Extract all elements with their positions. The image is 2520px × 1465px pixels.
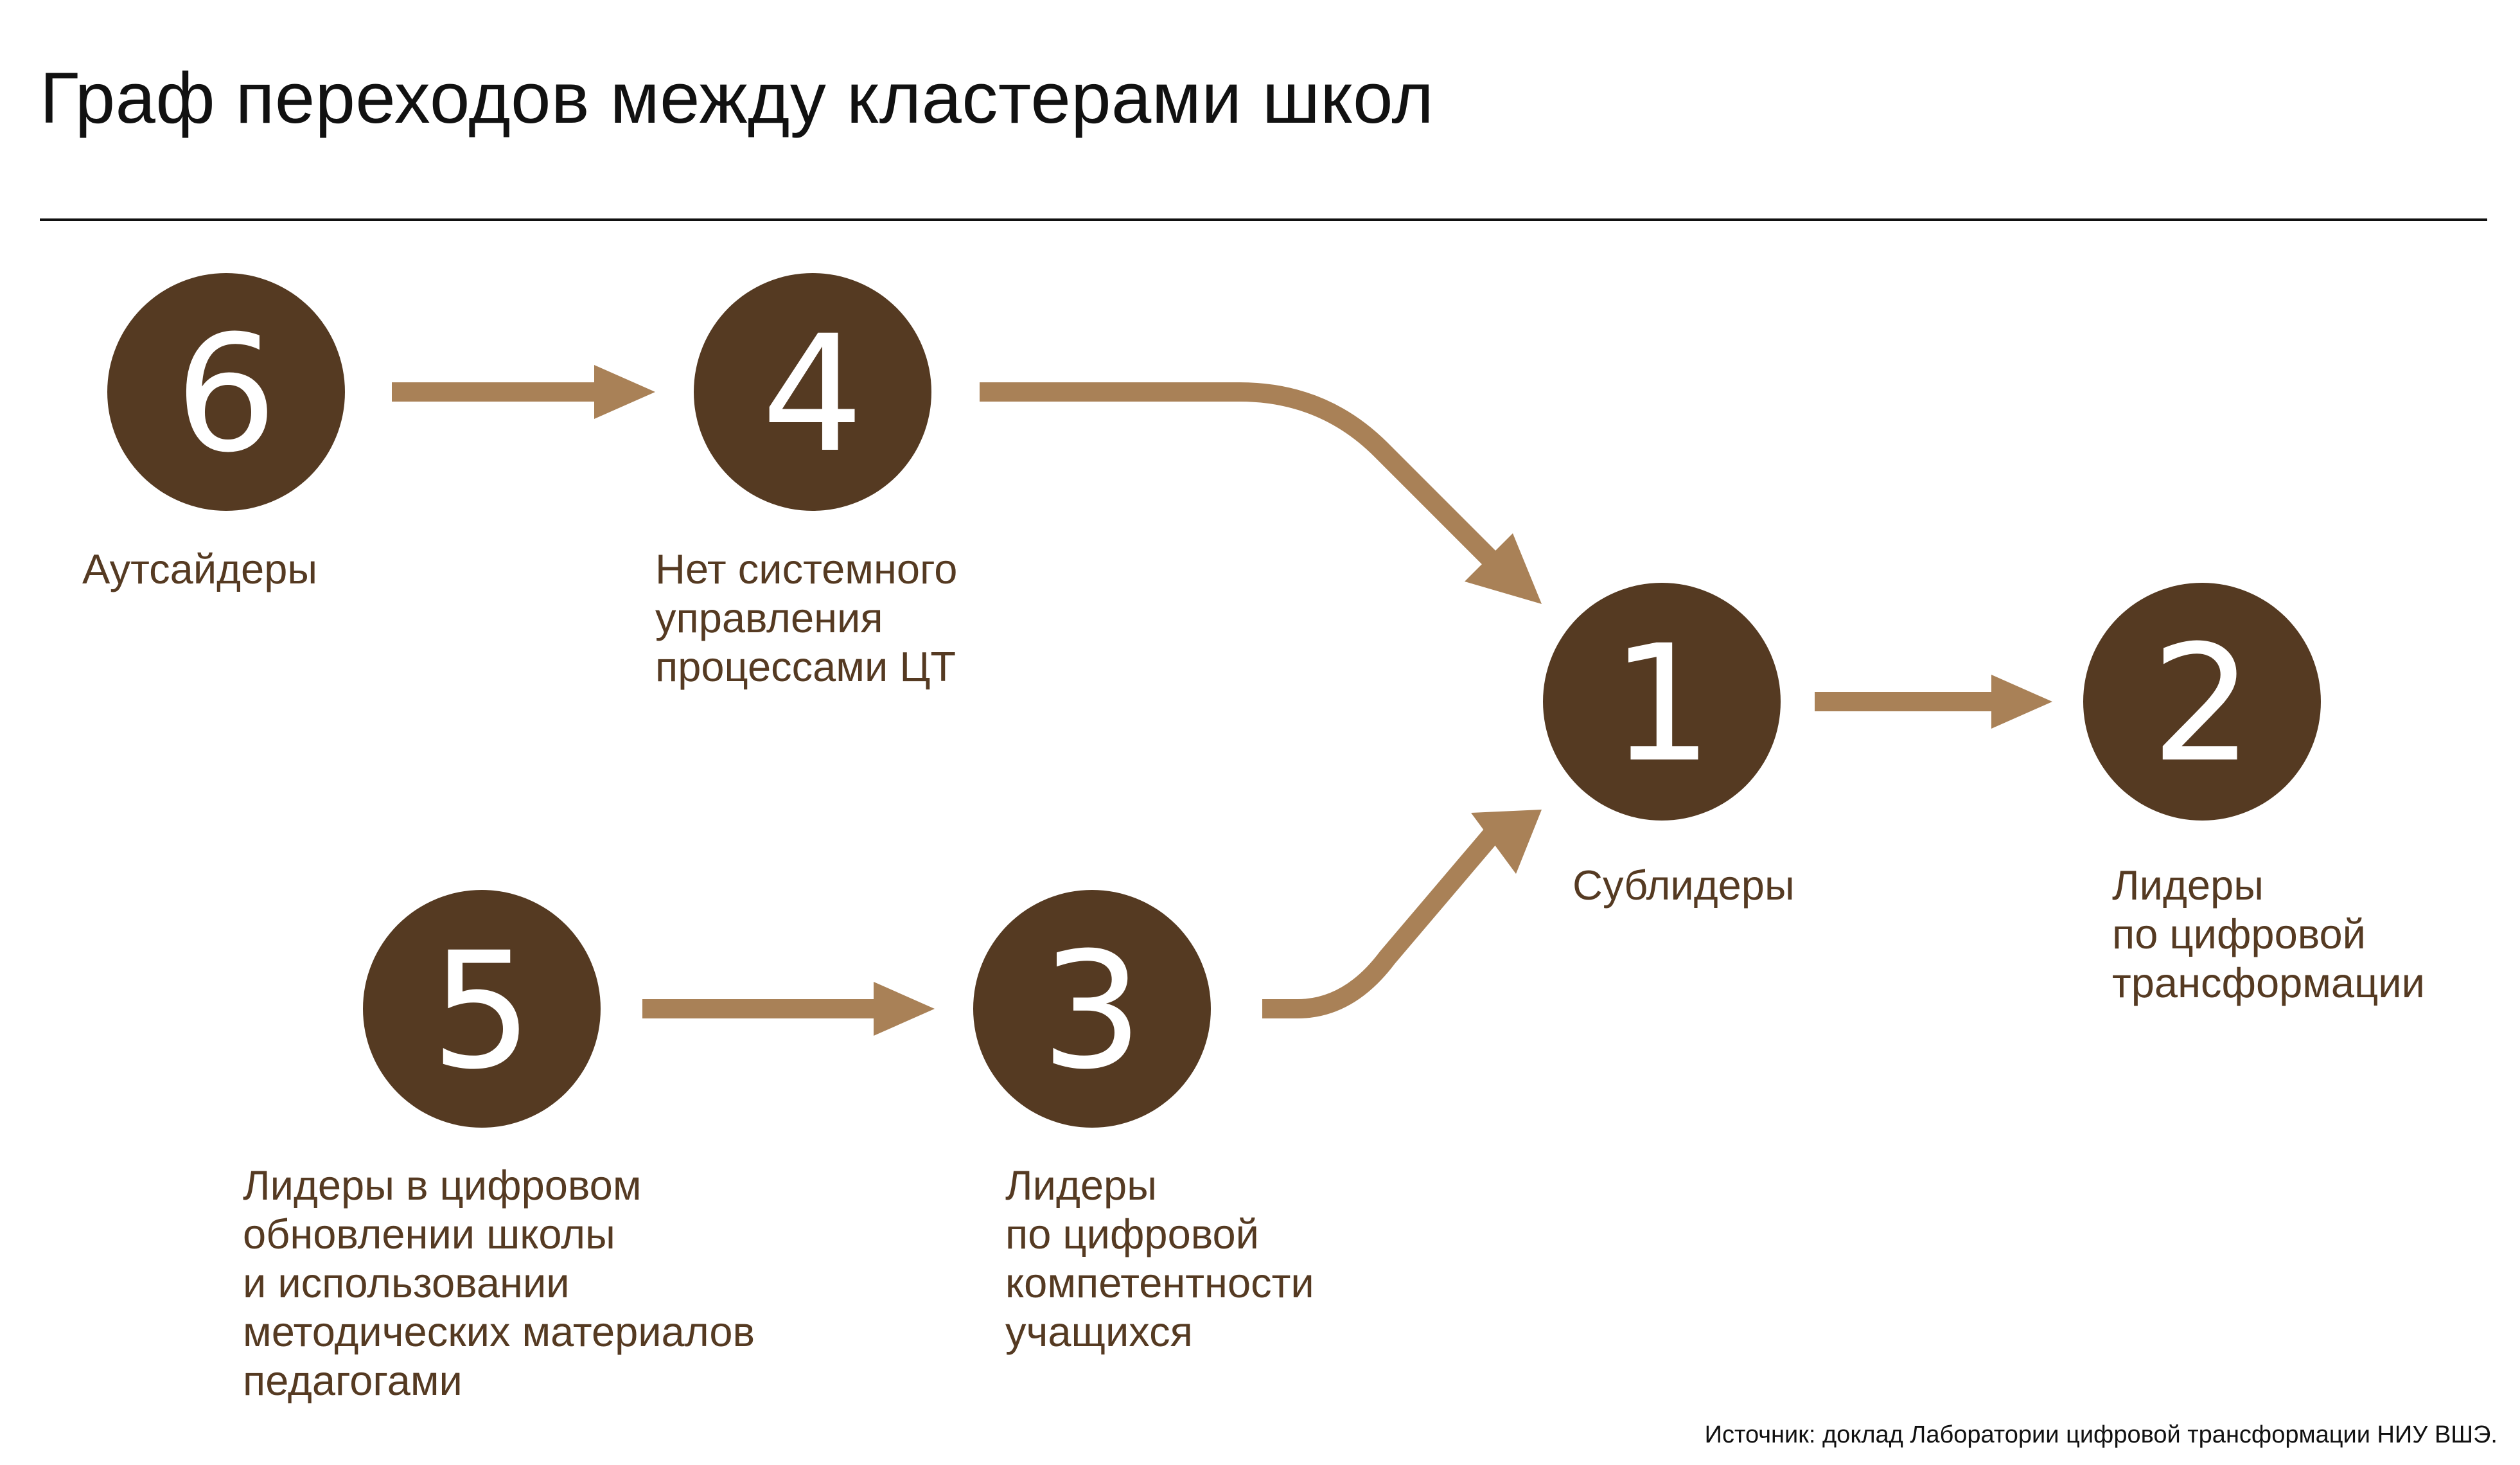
node-1: 1 xyxy=(1543,583,1781,821)
source-note: Источник: доклад Лаборатории цифровой тр… xyxy=(1704,1421,2498,1448)
title-divider xyxy=(40,218,2487,221)
node-3: 3 xyxy=(973,890,1211,1128)
node-1-circle xyxy=(1543,583,1781,821)
node-5-number: 5 xyxy=(430,918,533,1105)
node-5-circle xyxy=(363,890,601,1128)
node-4-circle xyxy=(694,273,931,511)
node-4: 4 xyxy=(694,273,931,511)
edge-4-to-1 xyxy=(980,382,1542,604)
node-6-number: 6 xyxy=(175,301,277,488)
node-6-circle xyxy=(107,273,345,511)
node-6: 6 xyxy=(107,273,345,511)
node-1-label: Сублидеры xyxy=(1573,862,1795,909)
edge-3-to-1 xyxy=(1262,810,1542,1018)
node-4-number: 4 xyxy=(761,301,863,488)
node-6-label: Аутсайдеры xyxy=(82,546,318,592)
node-2-circle xyxy=(2083,583,2321,821)
node-5: 5 xyxy=(363,890,601,1128)
node-2: 2 xyxy=(2083,583,2321,821)
edge-5-to-3 xyxy=(642,982,935,1036)
node-1-number: 1 xyxy=(1610,610,1713,797)
node-5-label: Лидеры в цифровом обновлении школы и исп… xyxy=(243,1162,755,1404)
node-4-label: Нет системного управления процессами ЦТ xyxy=(655,546,958,690)
edges xyxy=(392,365,2052,1036)
node-3-number: 3 xyxy=(1041,918,1143,1105)
edge-6-to-4 xyxy=(392,365,655,419)
node-2-number: 2 xyxy=(2151,610,2253,797)
page-title: Граф переходов между кластерами школ xyxy=(40,58,1434,138)
node-3-circle xyxy=(973,890,1211,1128)
node-3-label: Лидеры по цифровой компетентности учащих… xyxy=(1005,1162,1314,1355)
edge-1-to-2 xyxy=(1815,675,2052,729)
node-2-label: Лидеры по цифровой трансформации xyxy=(2112,862,2425,1006)
